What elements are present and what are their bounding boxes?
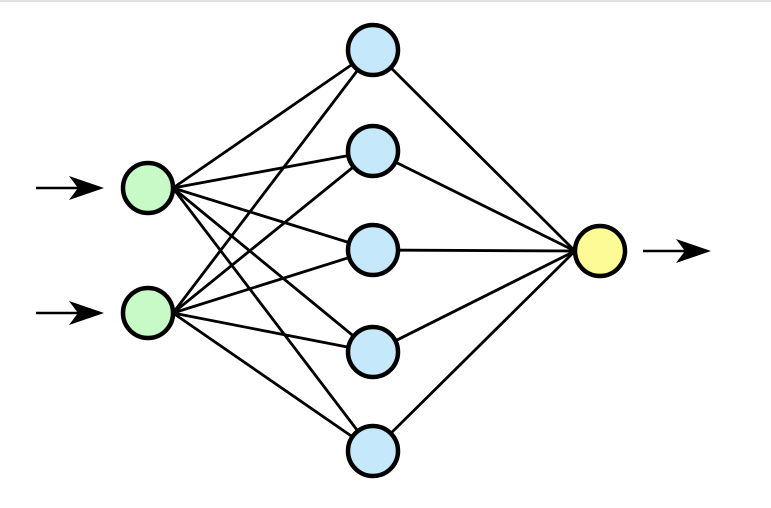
edge-input-2-to-hidden-2 xyxy=(172,149,374,315)
edge-hidden-5-to-output-1 xyxy=(372,250,576,452)
output-arrow-head-icon xyxy=(676,239,711,263)
hidden-node-3 xyxy=(345,222,401,278)
input-arrow-2-head-icon xyxy=(69,301,104,325)
edge-input-1-to-hidden-1 xyxy=(172,48,374,190)
edge-input-1-to-hidden-2 xyxy=(172,149,374,190)
input-node-1 xyxy=(120,160,176,216)
hidden-node-4 xyxy=(345,324,401,380)
edge-input-2-to-hidden-3 xyxy=(172,248,374,315)
output-arrow xyxy=(643,239,711,263)
output-node-1 xyxy=(572,223,628,279)
hidden-node-2 xyxy=(345,123,401,179)
edge-input-2-to-hidden-4 xyxy=(172,311,374,354)
edge-input-1-to-hidden-5 xyxy=(171,187,375,452)
edge-hidden-4-to-output-1 xyxy=(372,249,576,354)
edge-input-1-to-hidden-4 xyxy=(172,186,374,354)
input-node-2 xyxy=(120,285,176,341)
edge-hidden-2-to-output-1 xyxy=(372,149,576,253)
input-arrow-1-head-icon xyxy=(69,176,104,200)
edge-input-1-to-hidden-3 xyxy=(172,186,374,252)
input-arrow-2 xyxy=(36,301,104,325)
input-arrow-1 xyxy=(36,176,104,200)
edge-hidden-3-to-output-1 xyxy=(372,248,576,253)
edge-input-2-to-hidden-1 xyxy=(171,49,375,314)
hidden-node-1 xyxy=(345,22,401,78)
edge-hidden-1-to-output-1 xyxy=(372,49,576,252)
hidden-node-5 xyxy=(345,423,401,479)
edge-input-2-to-hidden-5 xyxy=(172,311,374,453)
